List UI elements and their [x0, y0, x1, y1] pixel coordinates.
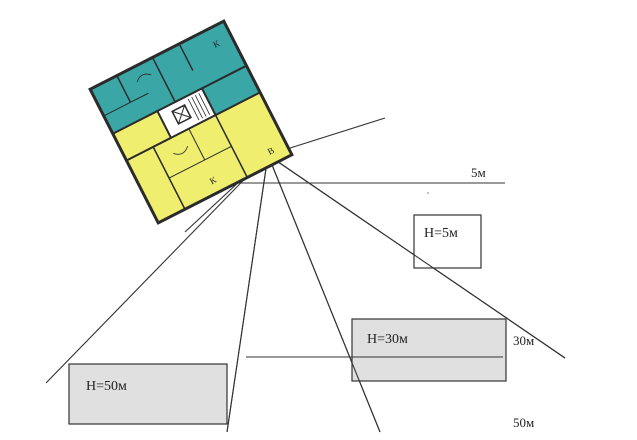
building-floor-plan: К К В [88, 19, 294, 225]
obstacle-box-30m [351, 318, 507, 382]
apartment-south-left [112, 111, 171, 161]
obstacle-box-5m [413, 214, 482, 269]
ray-right-over [267, 154, 566, 359]
obstacle-label-30m: H=30м [367, 332, 408, 347]
apartment-north-right [201, 65, 261, 116]
ray-left-lower [45, 154, 269, 384]
distance-label-50m: 50м [513, 415, 535, 430]
room-label-north: К [211, 38, 222, 50]
obstacle-box-50m [68, 363, 228, 425]
plan-walls [88, 19, 294, 225]
tick-mark [427, 192, 429, 194]
ray-center-right-over [267, 154, 381, 433]
stair-core [157, 88, 216, 138]
apartment-north [90, 21, 247, 134]
room-label-south: К [208, 174, 219, 186]
distance-label-30m: 30м [513, 333, 535, 348]
room-label-window: В [266, 145, 276, 157]
ray-center-left-over [226, 154, 269, 433]
obstacle-label-50m: H=50м [86, 379, 127, 394]
distance-label-5m: 5м [471, 165, 486, 180]
obstacle-label-5m: H=5м [424, 226, 458, 241]
